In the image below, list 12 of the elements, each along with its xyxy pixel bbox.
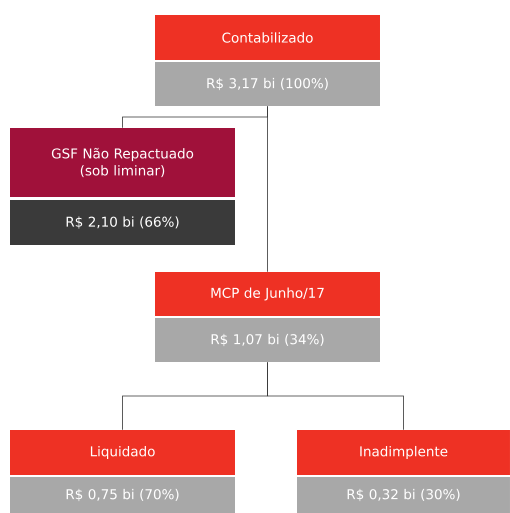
title-box: Inadimplente bbox=[297, 430, 510, 475]
connector-line bbox=[267, 362, 404, 430]
connector-line bbox=[122, 106, 268, 128]
title-box: Liquidado bbox=[10, 430, 235, 475]
title-box: MCP de Junho/17 bbox=[155, 272, 380, 316]
value-box: R$ 3,17 bi (100%) bbox=[155, 62, 380, 106]
title-box: GSF Não Repactuado (sob liminar) bbox=[10, 128, 235, 197]
value-box: R$ 2,10 bi (66%) bbox=[10, 200, 235, 245]
value-box: R$ 0,75 bi (70%) bbox=[10, 477, 235, 513]
value-box: R$ 0,32 bi (30%) bbox=[297, 477, 510, 513]
value-box: R$ 1,07 bi (34%) bbox=[155, 318, 380, 362]
title-box: Contabilizado bbox=[155, 15, 380, 60]
